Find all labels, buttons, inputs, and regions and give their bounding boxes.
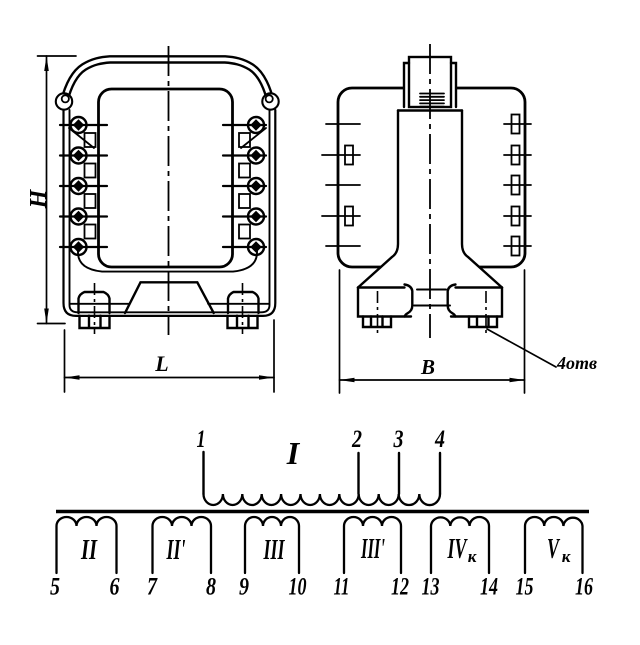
- svg-text:13: 13: [422, 574, 440, 601]
- svg-text:L: L: [154, 351, 168, 376]
- svg-text:15: 15: [516, 574, 534, 601]
- svg-text:6: 6: [110, 574, 120, 601]
- svg-text:III: III: [263, 535, 285, 566]
- svg-text:2: 2: [351, 426, 362, 453]
- svg-text:9: 9: [239, 574, 249, 601]
- svg-text:II: II: [80, 535, 98, 566]
- svg-text:В: В: [420, 355, 435, 379]
- svg-text:7: 7: [147, 574, 158, 601]
- svg-text:к: к: [468, 547, 477, 566]
- svg-text:14: 14: [480, 574, 498, 601]
- svg-text:8: 8: [206, 574, 216, 601]
- svg-text:H: H: [26, 188, 52, 209]
- svg-text:16: 16: [575, 574, 593, 601]
- svg-text:к: к: [562, 547, 571, 566]
- svg-text:4отв: 4отв: [556, 353, 597, 373]
- svg-text:III': III': [360, 534, 385, 565]
- svg-text:12: 12: [391, 574, 409, 601]
- svg-text:5: 5: [50, 574, 60, 601]
- svg-text:I: I: [286, 435, 301, 471]
- svg-text:V: V: [547, 534, 560, 565]
- svg-text:II': II': [166, 535, 186, 566]
- svg-text:10: 10: [289, 574, 307, 601]
- svg-text:11: 11: [334, 574, 350, 601]
- svg-text:4: 4: [434, 426, 445, 453]
- svg-text:1: 1: [197, 426, 206, 453]
- svg-text:3: 3: [393, 426, 404, 453]
- svg-text:IV: IV: [447, 534, 468, 565]
